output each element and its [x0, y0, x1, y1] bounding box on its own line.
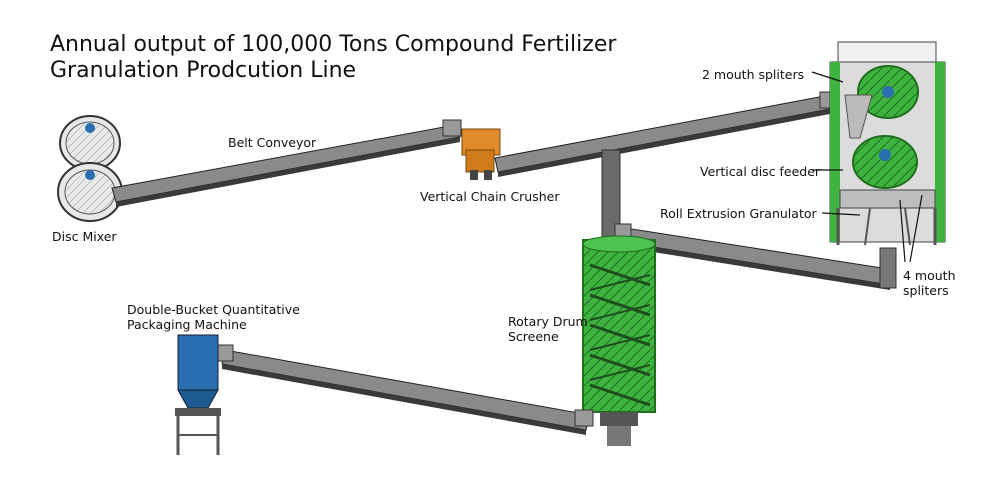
- label-roll-extrusion-granulator: Roll Extrusion Granulator: [660, 206, 817, 221]
- belt-conveyor-4: [214, 344, 594, 435]
- label-rotary-drum-line1: Rotary Drum: [508, 314, 588, 329]
- title-line-1: Annual output of 100,000 Tons Compound F…: [50, 32, 617, 57]
- label-disc-mixer: Disc Mixer: [52, 229, 117, 244]
- belt-conveyor-1: [111, 119, 462, 207]
- label-packaging-machine: Double-Bucket Quantitative Packaging Mac…: [127, 302, 300, 332]
- label-rotary-drum-screene: Rotary Drum Screene: [508, 314, 588, 344]
- vertical-chain-crusher-machine: [461, 128, 501, 180]
- label-4-mouth-line1: 4 mouth: [903, 268, 956, 283]
- label-4-mouth-line2: spliters: [903, 283, 949, 298]
- label-rotary-drum-line2: Screene: [508, 329, 559, 344]
- packaging-machine: [175, 334, 221, 455]
- rotary-drum-screen-machine: [582, 235, 656, 446]
- label-belt-conveyor: Belt Conveyor: [228, 135, 317, 150]
- label-packaging-line1: Double-Bucket Quantitative: [127, 302, 300, 317]
- label-packaging-line2: Packaging Machine: [127, 317, 247, 332]
- label-leaders: [811, 71, 923, 263]
- label-4-mouth-spliters: 4 mouth spliters: [903, 268, 956, 298]
- disc-mixer-machine: [57, 115, 123, 222]
- label-vertical-chain-crusher: Vertical Chain Crusher: [420, 189, 560, 204]
- diagram-title: Annual output of 100,000 Tons Compound F…: [50, 32, 616, 84]
- roll-extrusion-granulator-tower: [829, 41, 946, 246]
- label-2-mouth-spliters: 2 mouth spliters: [702, 67, 805, 82]
- title-line-2: Granulation Prodcution Line: [50, 58, 357, 83]
- label-vertical-disc-feeder: Vertical disc feeder: [700, 164, 821, 179]
